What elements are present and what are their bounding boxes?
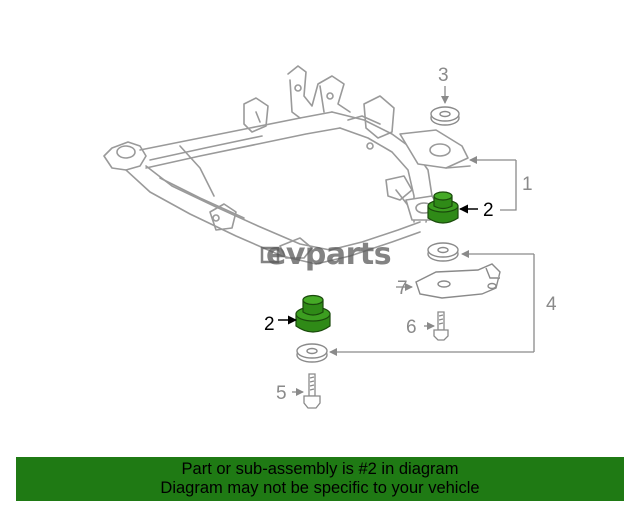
- part-4-washer-upper[interactable]: [427, 242, 459, 262]
- subframe-drawing: [103, 65, 471, 265]
- watermark-logo: evparts: [260, 237, 392, 272]
- part-2-bushing-lower[interactable]: [295, 294, 331, 333]
- callout-1[interactable]: 1: [522, 174, 533, 195]
- callout-3[interactable]: 3: [438, 65, 449, 86]
- watermark-text: evparts: [266, 237, 391, 272]
- notice-line-2: Diagram may not be specific to your vehi…: [160, 479, 480, 497]
- part-3-washer[interactable]: [430, 106, 460, 126]
- leader-1: [469, 156, 517, 211]
- diagram-notice-banner: Part or sub-assembly is #2 in diagram Di…: [16, 457, 624, 501]
- callout-2-lower[interactable]: 2: [264, 314, 275, 335]
- callout-2-upper[interactable]: 2: [483, 200, 494, 221]
- part-2-bushing-upper[interactable]: [427, 191, 459, 224]
- callout-6[interactable]: 6: [406, 317, 417, 338]
- callout-4[interactable]: 4: [546, 294, 557, 315]
- part-6-bolt[interactable]: [433, 311, 449, 341]
- notice-line-1: Part or sub-assembly is #2 in diagram: [181, 460, 459, 478]
- part-4-washer-lower[interactable]: [296, 343, 328, 363]
- leader-4: [329, 250, 535, 356]
- callout-7[interactable]: 7: [397, 278, 408, 299]
- part-7-plate[interactable]: [415, 263, 501, 299]
- part-5-bolt[interactable]: [303, 373, 321, 409]
- callout-5[interactable]: 5: [276, 383, 287, 404]
